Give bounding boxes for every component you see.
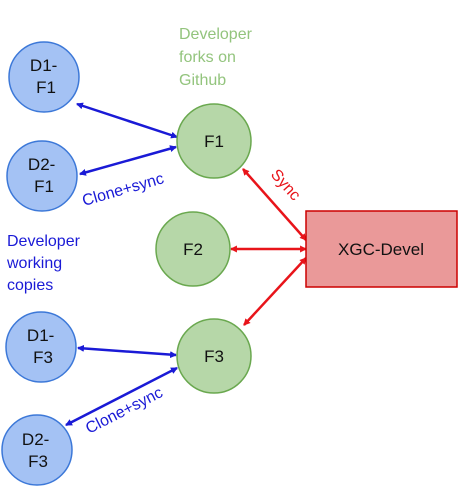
working-copies-caption-line1: Developer (7, 233, 81, 250)
arrow-d1f1-f1 (76, 102, 178, 139)
clone-sync-label-top: Clone+sync (80, 170, 165, 210)
node-d1-f3-label-line1: D1- (27, 326, 54, 345)
arrow-d1f3-f3 (76, 344, 178, 359)
node-xgc-devel-label: XGC-Devel (338, 240, 424, 259)
node-d1-f1: D1- F1 (8, 41, 80, 113)
sync-label: Sync (267, 166, 303, 204)
arrow-f1-xgc-devel (242, 168, 307, 241)
svg-text:D1- F3: D1- F3 (27, 326, 59, 367)
node-f1: F1 (176, 103, 252, 179)
node-d2-f3-circle (1, 414, 73, 486)
node-d1-f3-circle (5, 311, 77, 383)
forks-caption: Developer forks on Github (179, 26, 256, 89)
node-d1-f1-label-line2: F1 (36, 78, 56, 97)
node-xgc-devel-box (305, 210, 458, 288)
working-copies-caption-line2: working (6, 255, 62, 272)
node-f3-circle (176, 318, 252, 394)
node-d2-f3: D2- F3 (1, 414, 73, 486)
node-f3: F3 (176, 318, 252, 394)
arrow-f1-d2f1 (78, 145, 178, 176)
node-f2-circle (155, 211, 231, 287)
node-d1-f1-circle (8, 41, 80, 113)
node-xgc-devel: XGC-Devel (305, 210, 458, 288)
node-f3-label: F3 (204, 347, 224, 366)
forks-caption-line1: Developer (179, 26, 253, 43)
svg-text:D1- F1: D1- F1 (30, 56, 62, 97)
arrow-f3-xgc-devel (243, 257, 307, 326)
node-d2-f1: D2- F1 (6, 140, 78, 212)
svg-text:D2- F3: D2- F3 (22, 430, 54, 471)
forks-caption-line2: forks on (179, 49, 236, 66)
working-copies-caption-line3: copies (7, 277, 53, 294)
node-d2-f3-label-line2: F3 (28, 452, 48, 471)
node-f1-circle (176, 103, 252, 179)
node-d2-f1-label-line1: D2- (28, 155, 55, 174)
node-d2-f1-circle (6, 140, 78, 212)
node-d1-f1-label-line1: D1- (30, 56, 57, 75)
node-d1-f3: D1- F3 (5, 311, 77, 383)
arrow-f3-d2f3 (65, 366, 178, 427)
working-copies-caption: Developer working copies (6, 233, 84, 294)
node-d2-f3-label-line1: D2- (22, 430, 49, 449)
node-d1-f3-label-line2: F3 (33, 348, 53, 367)
node-d2-f1-label-line2: F1 (34, 177, 54, 196)
node-f2-label: F2 (183, 240, 203, 259)
svg-text:D2- F1: D2- F1 (28, 155, 60, 196)
node-f1-label: F1 (204, 132, 224, 151)
forks-caption-line3: Github (179, 72, 226, 89)
node-f2: F2 (155, 211, 231, 287)
